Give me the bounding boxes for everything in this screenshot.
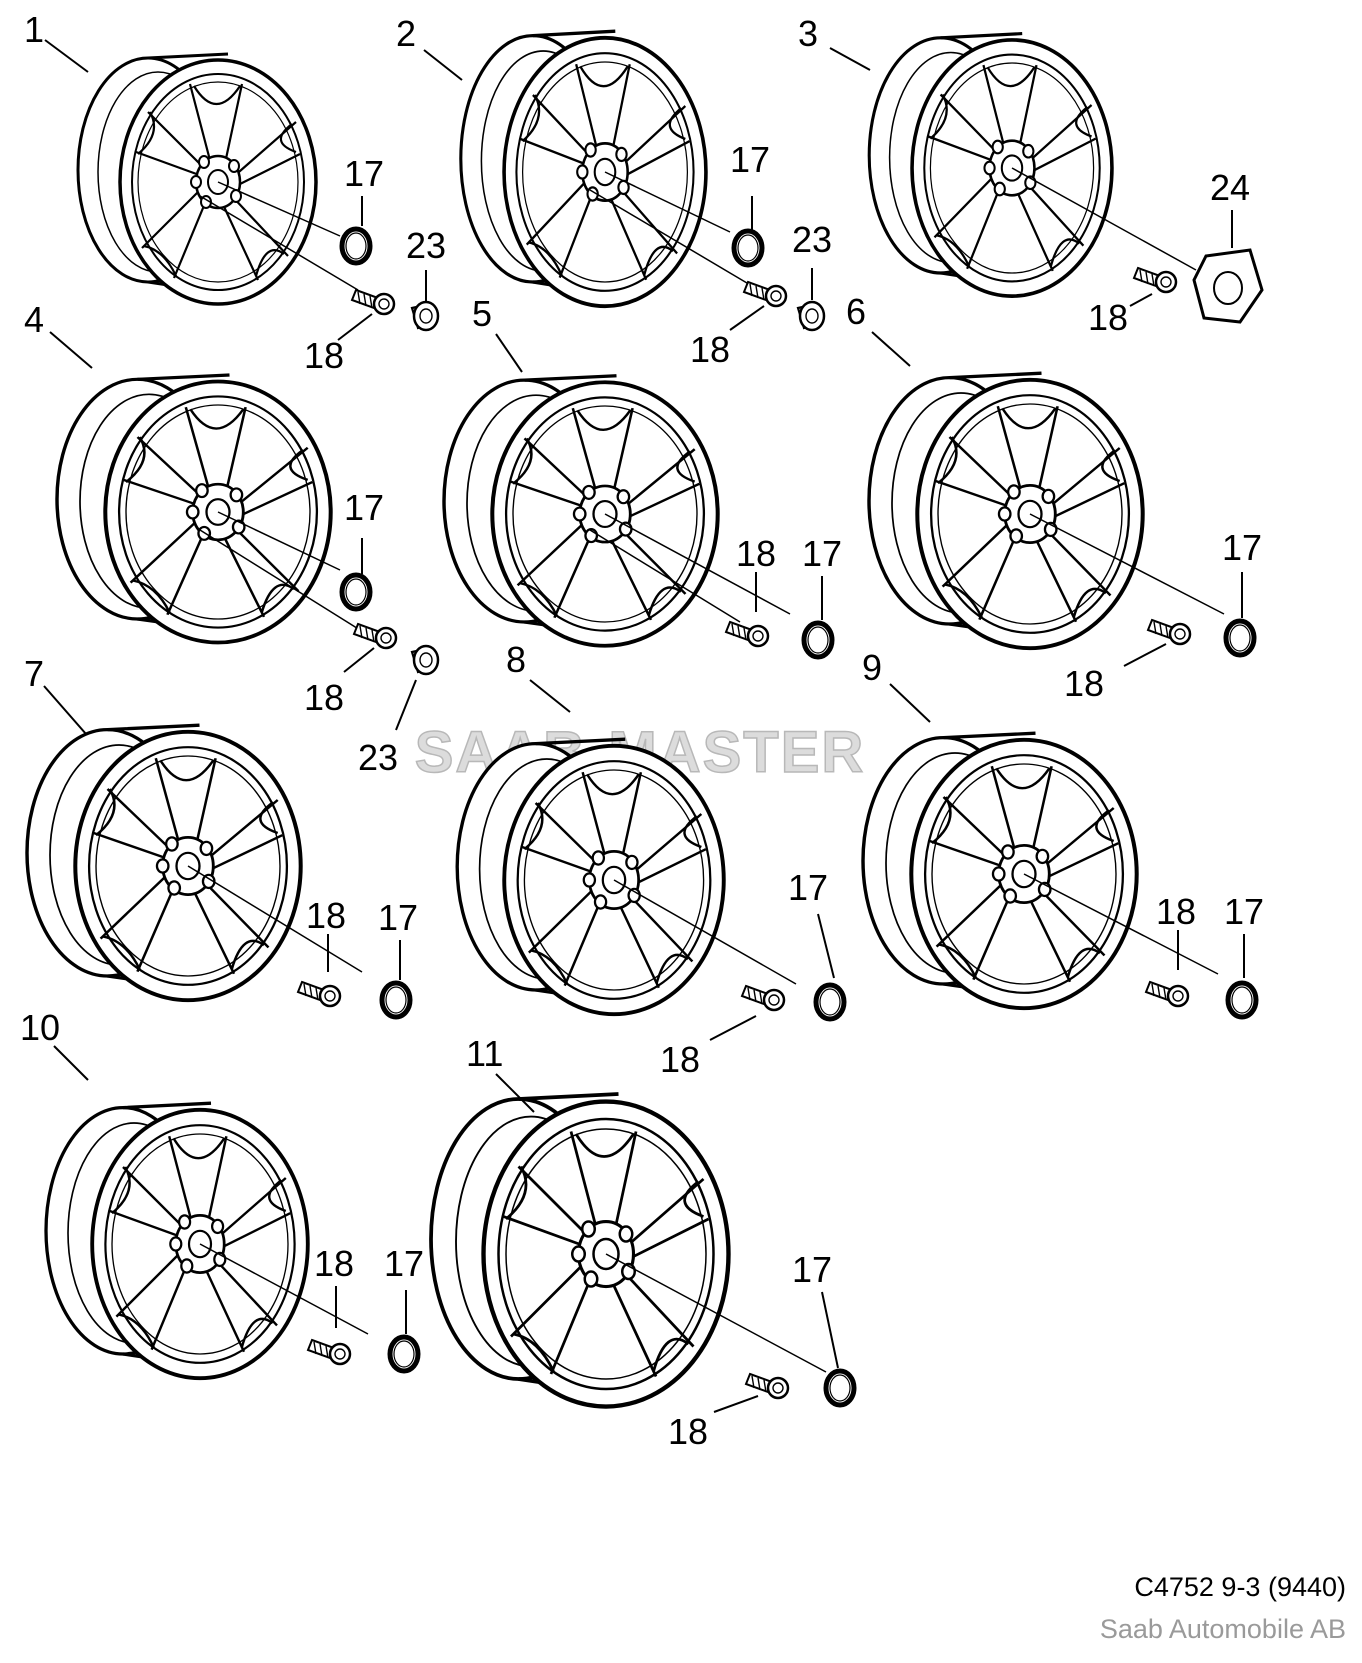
center-ring-17[interactable] (734, 231, 762, 265)
part-23-label: 23 (358, 737, 398, 778)
center-ring-17[interactable] (816, 985, 844, 1019)
part-23-label: 23 (792, 219, 832, 260)
wheel-bolt-18[interactable] (744, 1372, 790, 1400)
part-17-label: 17 (792, 1249, 832, 1290)
part-18-label: 18 (314, 1243, 354, 1284)
wheel-6[interactable] (869, 331, 1225, 648)
valve-cap-23[interactable] (796, 300, 826, 332)
part-18-label: 18 (690, 329, 730, 370)
wheel-8-label: 8 (506, 639, 526, 680)
wheel-bolt-18[interactable] (740, 984, 786, 1012)
center-ring-17[interactable] (342, 229, 370, 263)
part-18-label: 18 (660, 1039, 700, 1080)
center-ring-17[interactable] (1226, 621, 1254, 655)
part-18-label: 18 (304, 335, 344, 376)
wheel-6-label: 6 (846, 291, 866, 332)
part-17-label: 17 (344, 487, 384, 528)
wheel-5[interactable] (444, 333, 791, 646)
part-18-label: 18 (1064, 663, 1104, 704)
part-17-label: 17 (378, 897, 418, 938)
center-ring-17[interactable] (1228, 983, 1256, 1017)
wheel-11[interactable] (431, 1073, 827, 1407)
hub-cap-24[interactable] (1192, 248, 1264, 324)
wheel-bolt-18[interactable] (350, 288, 396, 316)
wheel-3-label: 3 (798, 13, 818, 54)
part-17-label: 17 (1224, 891, 1264, 932)
wheel-2-label: 2 (396, 13, 416, 54)
wheel-7-label: 7 (24, 653, 44, 694)
wheel-10[interactable] (44, 1045, 369, 1381)
wheel-bolt-18[interactable] (724, 620, 770, 648)
wheel-5-label: 5 (472, 293, 492, 334)
part-17-label: 17 (788, 867, 828, 908)
part-17-label: 17 (730, 139, 770, 180)
part-18-label: 18 (1156, 891, 1196, 932)
part-24-label: 24 (1210, 167, 1250, 208)
center-ring-17[interactable] (382, 983, 410, 1017)
wheel-8[interactable] (455, 679, 797, 1017)
part-18-label: 18 (668, 1411, 708, 1452)
part-18-label: 18 (736, 533, 776, 574)
wheel-9-label: 9 (862, 647, 882, 688)
center-ring-17[interactable] (826, 1371, 854, 1405)
wheel-bolt-18[interactable] (742, 280, 788, 308)
wheel-11-label: 11 (466, 1033, 503, 1074)
wheel-bolt-18[interactable] (296, 980, 342, 1008)
center-ring-17[interactable] (390, 1337, 418, 1371)
part-18-label: 18 (1088, 297, 1128, 338)
wheel-10-label: 10 (20, 1007, 60, 1048)
part-17-label: 17 (344, 153, 384, 194)
part-18-label: 18 (306, 895, 346, 936)
wheel-7[interactable] (27, 685, 363, 1000)
diagram-code: C4752 9-3 (9440) (1134, 1572, 1346, 1602)
wheel-4-label: 4 (24, 299, 44, 340)
wheel-bolt-18[interactable] (1144, 980, 1190, 1008)
part-18-label: 18 (304, 677, 344, 718)
center-ring-17[interactable] (342, 575, 370, 609)
wheel-bolt-18[interactable] (352, 622, 398, 650)
part-17-label: 17 (384, 1243, 424, 1284)
valve-cap-23[interactable] (410, 300, 440, 332)
wheel-3[interactable] (829, 31, 1197, 298)
wheel-bolt-18[interactable] (306, 1338, 352, 1366)
wheel-bolt-18[interactable] (1146, 618, 1192, 646)
valve-cap-23[interactable] (410, 644, 440, 676)
wheel-bolt-18[interactable] (1132, 266, 1178, 294)
wheel-1-label: 1 (24, 9, 44, 50)
wheel-2[interactable] (423, 29, 753, 309)
copyright: Saab Automobile AB (1099, 1614, 1346, 1644)
wheel-1[interactable] (44, 39, 359, 306)
part-23-label: 23 (406, 225, 446, 266)
wheel-4[interactable] (49, 331, 361, 643)
part-17-label: 17 (802, 533, 842, 574)
wheel-9[interactable] (863, 683, 1219, 1008)
part-17-label: 17 (1222, 527, 1262, 568)
center-ring-17[interactable] (804, 623, 832, 657)
